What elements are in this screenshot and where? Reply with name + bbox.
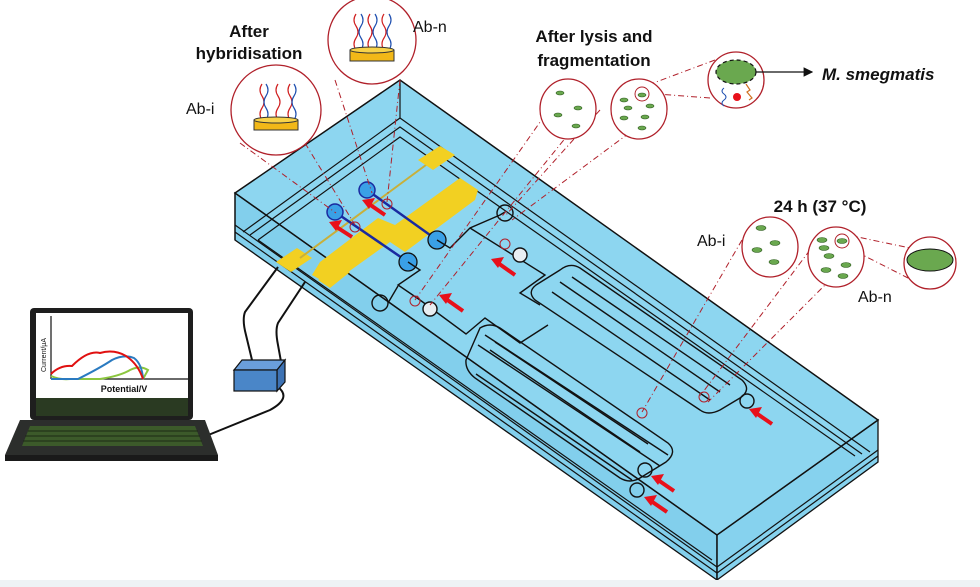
arrow-icon — [491, 257, 517, 277]
label-after-lysis-2: fragmentation — [537, 51, 650, 70]
arrow-icon — [651, 474, 676, 493]
dna-strands-icon — [353, 13, 392, 51]
magnifier-ab-i-hybridisation — [230, 64, 322, 156]
label-ab-n-right: Ab-n — [858, 289, 892, 306]
label-after-lysis-1: After lysis and — [535, 27, 652, 46]
plot-ylabel: Current/µA — [41, 338, 48, 372]
arrow-icon — [329, 220, 354, 239]
label-ab-i-right: Ab-i — [697, 233, 725, 250]
bacterium-icon — [906, 248, 954, 272]
laptop-screen — [36, 313, 188, 398]
magnification-lines — [239, 59, 913, 413]
laptop — [5, 308, 218, 461]
bottom-strip — [0, 580, 980, 587]
bacterium-icon — [715, 59, 757, 85]
label-incubation: 24 h (37 °C) — [774, 197, 867, 216]
series-red — [50, 350, 144, 380]
label-after-hybridisation-1: After — [229, 22, 269, 41]
serpentine-chamber-2 — [465, 324, 674, 482]
chip-top-face — [233, 79, 880, 536]
electrode-strip — [312, 178, 478, 285]
potentiostat-box — [232, 358, 287, 393]
electrode-disc-icon — [349, 46, 395, 62]
label-after-hybridisation-2: hybridisation — [196, 44, 303, 63]
magnifier-ab-n-hybridisation — [327, 0, 417, 85]
label-organism: M. smegmatis — [822, 65, 934, 84]
arrow-icon — [644, 495, 669, 514]
arrow-icon — [439, 293, 465, 313]
gold-electrodes — [276, 146, 478, 288]
microfluidic-chip — [233, 79, 880, 582]
fluidic-channels — [371, 204, 755, 498]
electrode-pad-1 — [276, 248, 312, 272]
sensor-well-ab-n — [358, 181, 376, 199]
cables — [195, 266, 306, 441]
magnifier-lysis-ab-n — [610, 78, 668, 140]
magnifier-bacterium-lysed — [707, 51, 814, 109]
electrode-pad-3 — [318, 266, 350, 288]
magnifier-lysis-ab-i — [539, 78, 597, 140]
voltammogram-plot — [50, 316, 188, 381]
magnifier-single-bacterium — [903, 236, 957, 290]
label-ab-i-top: Ab-i — [186, 101, 214, 118]
series-blue — [51, 355, 144, 380]
label-ab-n-top: Ab-n — [413, 19, 447, 36]
arrow-icon — [362, 198, 387, 217]
serpentine-chamber-1 — [530, 264, 748, 414]
magnifier-incubation-ab-n — [807, 226, 865, 288]
electrode-pad-2 — [418, 146, 455, 170]
arrow-icon — [749, 407, 774, 426]
dna-strands-icon — [259, 83, 297, 121]
flow-arrows — [329, 198, 774, 514]
magnifier-incubation-ab-i — [741, 216, 799, 278]
plot-xlabel: Potential/V — [101, 384, 148, 394]
electrode-disc-icon — [253, 116, 299, 131]
